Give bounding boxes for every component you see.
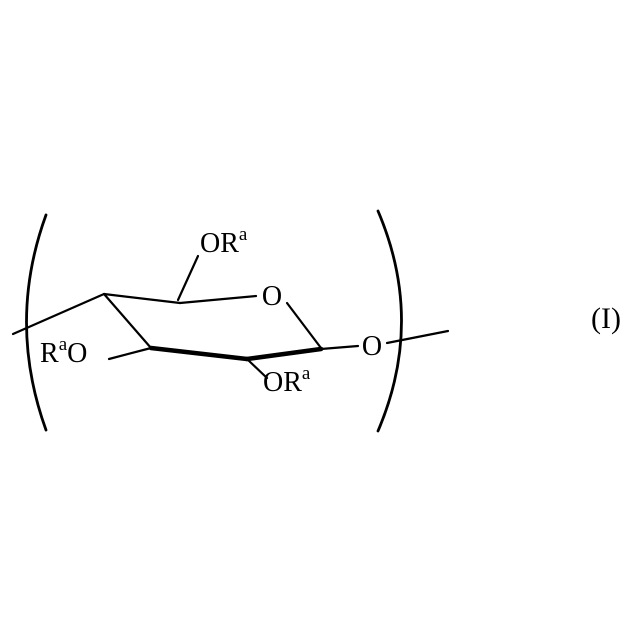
bottom-substituent-label: ORa [263,363,311,398]
top-substituent-main: OR [200,228,239,259]
bond-c5-ring-oxygen [178,294,258,305]
bond-c3-c4 [102,292,153,350]
left-substituent-superscript: a [59,334,68,355]
glycosidic-oxygen-label: O [362,331,382,362]
bond-c2-bottom-substituent [245,357,269,380]
bond-c3-left-substituent [107,346,153,361]
ring-oxygen-label: O [262,281,282,312]
bond-c2-c3-bold [148,345,250,362]
bond-c1-glycosidic-oxygen [319,344,360,351]
bottom-substituent-superscript: a [302,363,311,384]
bond-c1-c2-bold [244,346,324,362]
formula-number-label: (I) [591,302,621,335]
left-chain-bond [11,292,106,336]
repeat-brackets [25,209,403,433]
right-chain-bond [385,329,450,345]
top-substituent-superscript: a [239,224,248,245]
bottom-substituent-main: OR [263,367,302,398]
bond-c4-c5 [102,292,182,305]
left-substituent-label: RaO [40,334,87,369]
right-bracket [376,209,403,433]
left-bracket [25,213,48,432]
bond-c5-top-substituent [176,254,200,302]
atom-labels: ORa RaO ORa O O (I) [40,224,621,398]
top-substituent-label: ORa [200,224,248,259]
bond-lines [11,254,450,380]
left-substituent-o: O [67,338,87,369]
bond-ring-oxygen-c1 [285,301,323,350]
left-substituent-r: R [40,338,59,369]
